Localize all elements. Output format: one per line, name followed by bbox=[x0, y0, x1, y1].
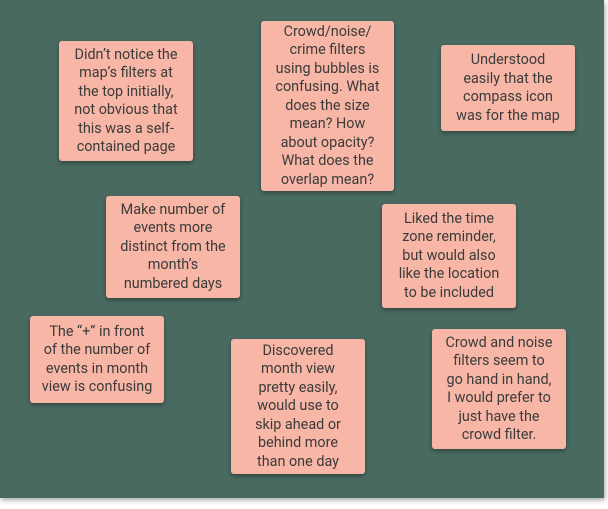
sticky-note-time-zone: Liked the time zone reminder, but would … bbox=[382, 204, 516, 308]
sticky-note-event-count: Make number of events more distinct from… bbox=[106, 196, 240, 298]
sticky-note-crowd-noise: Crowd and noise filters seem to go hand … bbox=[432, 329, 566, 449]
sticky-note-bubble-filters: Crowd/noise/ crime filters using bubbles… bbox=[261, 21, 394, 191]
sticky-note-compass-icon: Understood easily that the compass icon … bbox=[441, 45, 575, 131]
sticky-note-month-view: Discovered month view pretty easily, wou… bbox=[231, 339, 365, 474]
sticky-note-map-filters: Didn’t notice the map’s filters at the t… bbox=[59, 41, 193, 161]
sticky-note-plus-sign: The “+” in front of the number of events… bbox=[30, 316, 164, 403]
sticky-note-board: Didn’t notice the map’s filters at the t… bbox=[0, 0, 604, 498]
